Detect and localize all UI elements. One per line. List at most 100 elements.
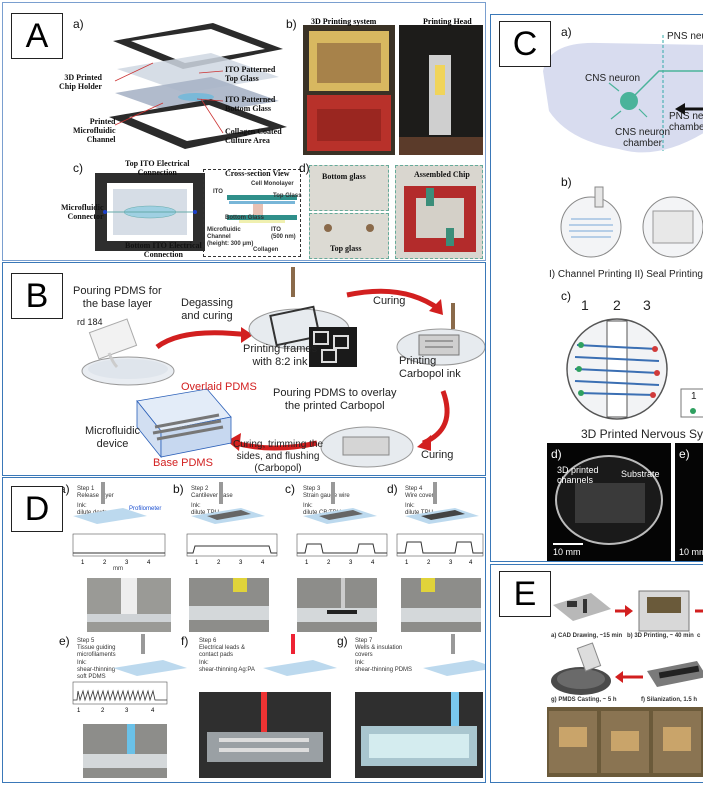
step-d-ink: Ink: <box>405 503 415 509</box>
label-pns-chamber: PNS neur chambe <box>669 111 703 133</box>
label-cell-monolayer: Cell Monolayer <box>251 181 294 187</box>
step-b-ink-name: dilute TPU <box>191 510 219 516</box>
step-f-ink: Ink: <box>199 660 209 666</box>
label-curing-1: Curing <box>373 295 406 307</box>
red-arrow-4 <box>227 433 318 451</box>
label-pour-base: Pouring PDMS for the base layer <box>73 285 162 310</box>
label-curing-trim: Curing, trimming the sides, and flushing… <box>233 439 324 474</box>
panel-E: E a) CAD Drawing, ~15 min b) 3D Printing… <box>490 564 703 783</box>
printing-system-photo <box>303 25 395 155</box>
svg-text:1: 1 <box>81 560 85 566</box>
svg-text:3: 3 <box>349 560 353 566</box>
step-a-label: a) <box>59 482 70 496</box>
panel-C-b-label: b) <box>561 175 572 189</box>
svg-text:4: 4 <box>371 560 375 566</box>
step-a-step: Step 1 <box>77 486 95 492</box>
step-c-step: Step 3 <box>303 486 321 492</box>
label-printing-frames: Printing frames with 8:2 ink <box>243 343 317 368</box>
step-d-ink-name: dilute TPU <box>405 510 433 516</box>
step-a-tag: Profilometer <box>129 506 162 512</box>
step-b-name: Cantilever base <box>191 493 233 499</box>
panel-A-d-label: d) <box>299 161 310 175</box>
step-g-ink: Ink: <box>355 660 365 666</box>
step-b-step: Step 2 <box>191 486 209 492</box>
red-arrow-3 <box>417 390 450 451</box>
step-b: b) Step 2 Cantilever base Ink: dilute TP… <box>173 482 277 632</box>
red-arrow-2 <box>346 288 443 315</box>
panel-C: C a) PNS neuron CNS neuron PNS neur cham… <box>490 14 703 562</box>
exploded-chip-diagram <box>109 23 287 149</box>
step-g-ink-name: shear-thinning PDMS <box>355 667 413 673</box>
svg-text:1: 1 <box>405 560 409 566</box>
panel-E-letter: E <box>499 571 551 617</box>
svg-text:3: 3 <box>239 560 243 566</box>
label-top-glass-photo: Top glass <box>330 244 362 253</box>
label-sylgard: rd 184 <box>77 317 103 327</box>
label-pns-neuron: PNS neuron <box>667 31 703 42</box>
label-microfluidic-channel: Microfluidic Channel (height: 300 μm) <box>207 227 254 247</box>
label-collagen-area: Collagen Coated Culture Area <box>225 127 282 145</box>
label-ito-bottom: ITO Patterned Bottom Glass <box>225 95 276 113</box>
step-e-step: Step 5 <box>77 638 95 644</box>
label-top-glass: Top Glass <box>273 193 302 199</box>
step-e-label: e) <box>59 634 70 648</box>
label-pouring-overlay: Pouring PDMS to overlay the printed Carb… <box>273 387 397 412</box>
svg-text:1: 1 <box>305 560 309 566</box>
svg-text:2: 2 <box>101 708 105 714</box>
label-substrate: Substrate <box>621 469 660 479</box>
red-arrow-1 <box>155 327 253 350</box>
printing-head-photo <box>399 25 483 155</box>
label-printing-head: Printing Head <box>423 17 472 26</box>
svg-text:1: 1 <box>77 708 81 714</box>
cross-section-diagram <box>227 195 297 223</box>
label-side-1: 1 <box>691 391 697 402</box>
step-g: g) Step 7 Wells & insulation covers Ink:… <box>337 634 485 782</box>
panel-C-c-label: c) <box>561 289 571 303</box>
panel-C-letter: C <box>499 21 551 67</box>
svg-text:2: 2 <box>427 560 431 566</box>
label-bottom-glass: Bottom Glass <box>225 215 265 221</box>
step-d: d) Step 4 Wire cover Ink: dilute TPU <box>387 482 485 632</box>
label-3d-printing: b) 3D Printing, ~ 40 min <box>627 633 694 639</box>
label-d-scale: 10 mm <box>553 547 581 557</box>
label-overlaid-pdms: Overlaid PDMS <box>181 381 257 393</box>
step-f-label: f) <box>181 634 189 648</box>
panel-C-a-label: a) <box>561 25 572 39</box>
svg-text:4: 4 <box>147 560 151 566</box>
label-c-2: 2 <box>613 297 621 313</box>
label-collagen: Collagen <box>253 247 279 253</box>
label-base-pdms: Base PDMS <box>153 457 213 469</box>
step-b-label: b) <box>173 482 184 496</box>
svg-text:4: 4 <box>261 560 265 566</box>
panel-B-letter: B <box>11 273 63 319</box>
label-printing-carbopol: Printing Carbopol ink <box>399 355 461 380</box>
step-e-ink: Ink: <box>77 660 87 666</box>
step-f-photo <box>199 692 331 778</box>
svg-text:3: 3 <box>449 560 453 566</box>
step-c-name: Strain gauge wire <box>303 493 350 499</box>
overlay-dish <box>320 426 414 468</box>
step-c-label: c) <box>285 482 295 496</box>
label-3d-printing-system: 3D Printing system <box>311 17 377 26</box>
panel-C-e-label: e) <box>679 447 690 461</box>
step-g-label: g) <box>337 634 348 648</box>
step-f-ink-name: shear-thinning Ag:PA <box>199 667 255 673</box>
panel-D: D a) Step 1 Release layer Ink: dilute de… <box>2 477 486 783</box>
label-curing-2: Curing <box>421 449 454 461</box>
label-e-c: c <box>697 633 701 639</box>
panel-A-letter: A <box>11 13 63 59</box>
step-e-name: Tissue guiding microfilaments <box>77 645 116 658</box>
label-ito-top: ITO Patterned Top Glass <box>225 65 276 83</box>
label-nervous-system: 3D Printed Nervous Sys <box>581 427 703 441</box>
neuron-diagram <box>543 35 703 153</box>
svg-text:2: 2 <box>327 560 331 566</box>
label-e-scale: 10 mm <box>679 547 703 557</box>
label-c-1: 1 <box>581 297 589 313</box>
svg-text:2: 2 <box>103 560 107 566</box>
petri-dish-base <box>81 318 175 386</box>
step-a-name: Release layer <box>77 493 114 499</box>
label-bottom-ito-connection: Bottom ITO Electrical Connection <box>125 241 202 259</box>
label-ito-thickness: ITO (500 nm) <box>271 227 296 240</box>
